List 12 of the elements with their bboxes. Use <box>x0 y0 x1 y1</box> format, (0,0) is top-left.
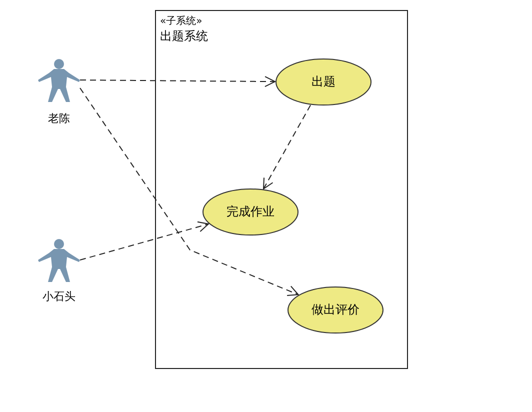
actor-name: 老陈 <box>47 111 71 126</box>
stereotype-label: «子系统» <box>160 14 202 28</box>
system-name: 出题系统 <box>160 28 208 45</box>
system-boundary <box>155 10 408 369</box>
dependency-arrow <box>80 88 299 296</box>
actor-name: 小石头 <box>42 289 76 304</box>
use-case-label: 完成作业 <box>226 204 276 220</box>
use-case-label: 出题 <box>310 74 336 90</box>
dependency-arrow <box>262 104 312 190</box>
dependency-arrow <box>80 76 276 88</box>
use-case-label: 做出评价 <box>310 302 360 318</box>
dependency-arrow <box>80 221 209 260</box>
